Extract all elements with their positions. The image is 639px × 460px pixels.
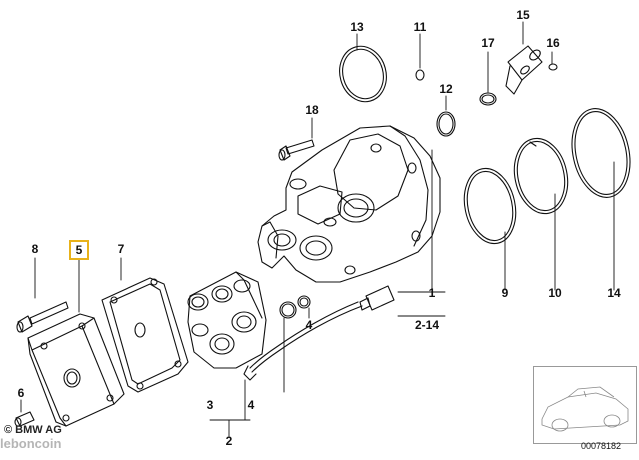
callout-16: 16 bbox=[546, 36, 560, 50]
callout-8: 8 bbox=[31, 242, 39, 256]
site-watermark: leboncoin bbox=[0, 436, 62, 451]
snap-ring-10 bbox=[513, 137, 569, 215]
callout-15: 15 bbox=[516, 8, 530, 22]
o-ring-13 bbox=[339, 45, 387, 103]
pump-housing-1 bbox=[257, 125, 441, 283]
document-number: 00078182 bbox=[581, 441, 622, 451]
bolt-18 bbox=[278, 139, 315, 161]
valve-block-2 bbox=[187, 271, 267, 369]
callout-13: 13 bbox=[350, 20, 364, 34]
o-ring-16 bbox=[548, 63, 558, 71]
cover-5 bbox=[27, 313, 125, 427]
gasket-7 bbox=[101, 277, 189, 393]
car-icon bbox=[541, 386, 629, 432]
callout-3: 3 bbox=[206, 398, 214, 412]
callout-7: 7 bbox=[117, 242, 125, 256]
vehicle-thumbnail bbox=[533, 366, 637, 444]
o-rings-3 bbox=[279, 295, 311, 319]
seal-ring-9 bbox=[463, 167, 517, 245]
callout-12: 12 bbox=[439, 82, 453, 96]
callout-17: 17 bbox=[481, 36, 495, 50]
sensor-4 bbox=[243, 285, 395, 381]
leader-lines bbox=[20, 21, 615, 437]
callout-2: 2 bbox=[225, 434, 233, 448]
callout-6: 6 bbox=[17, 386, 25, 400]
callout-1: 1 bbox=[428, 286, 436, 300]
callout-14: 14 bbox=[607, 286, 621, 300]
bolt-8 bbox=[16, 301, 69, 333]
callout-11: 11 bbox=[413, 20, 427, 34]
callout-9: 9 bbox=[501, 286, 509, 300]
o-ring-12 bbox=[436, 111, 456, 137]
callout-10: 10 bbox=[548, 286, 562, 300]
copyright-watermark: © BMW AG bbox=[4, 424, 62, 436]
pin-6 bbox=[14, 411, 35, 427]
callout-2-14: 2-14 bbox=[414, 318, 440, 332]
callout-4-lower: 4 bbox=[247, 398, 255, 412]
valve-15 bbox=[505, 45, 543, 95]
callout-4: 4 bbox=[305, 318, 313, 332]
o-ring-11 bbox=[415, 69, 425, 81]
callout-18: 18 bbox=[305, 103, 319, 117]
gasket-ring-14 bbox=[571, 108, 631, 198]
o-ring-17 bbox=[479, 92, 497, 106]
callout-5-highlighted: 5 bbox=[69, 240, 89, 260]
